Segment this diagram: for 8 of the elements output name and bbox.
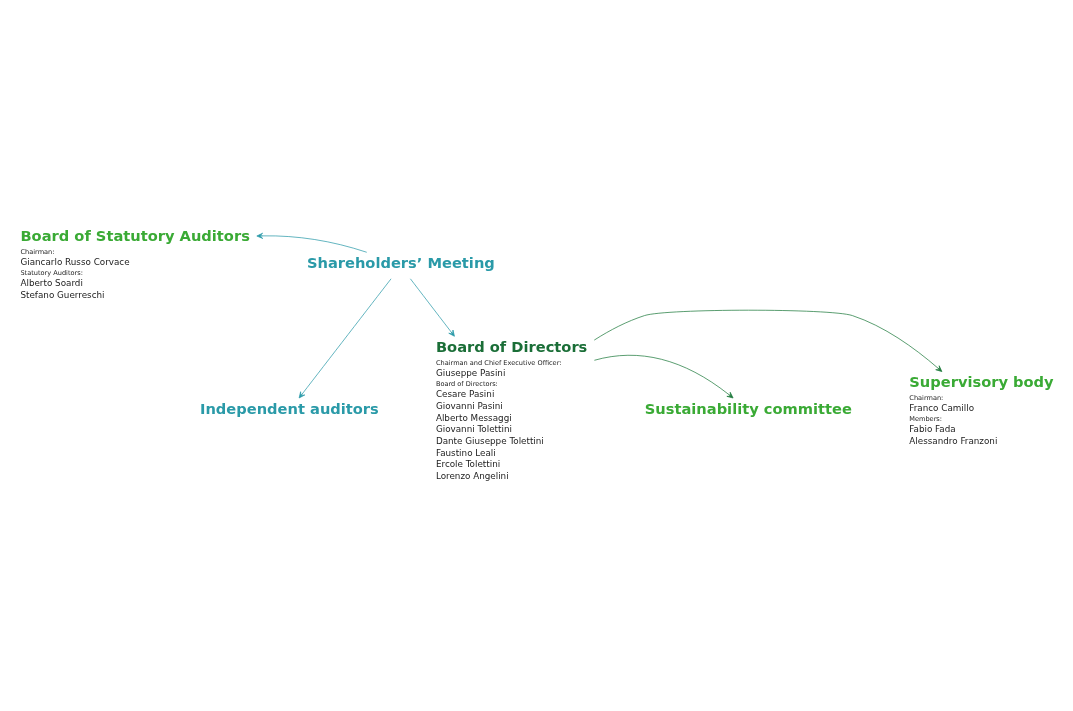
arrow: [298, 277, 392, 398]
arrow: [410, 277, 455, 337]
arrow: [594, 354, 734, 398]
node-text: Shareholders’ Meeting: [306, 253, 495, 271]
node-text: Independent auditors: [199, 399, 379, 417]
node-text: Sustainability committee: [644, 399, 852, 417]
arrow: [256, 232, 368, 253]
arrow: [593, 309, 943, 372]
